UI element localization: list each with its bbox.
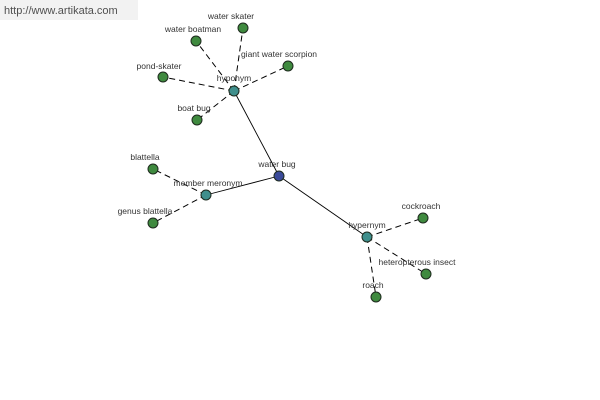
- edge-roach: [366, 236, 377, 298]
- label-relation-hypernym: hypernym: [348, 220, 385, 230]
- node-water-boatman[interactable]: [190, 35, 202, 47]
- edge-water-boatman: [195, 40, 235, 92]
- node-pond-skater[interactable]: [157, 71, 169, 83]
- node-relation-hypernym[interactable]: [361, 231, 373, 243]
- node-blattella[interactable]: [147, 163, 159, 175]
- node-giant-water-scorpion[interactable]: [282, 60, 294, 72]
- label-roach: roach: [362, 280, 384, 290]
- edge-boat-bug: [196, 90, 235, 121]
- label-relation-hyponym: hyponym: [217, 73, 252, 83]
- node-boat-bug[interactable]: [191, 114, 203, 126]
- node-water-skater[interactable]: [237, 22, 249, 34]
- node-cockroach[interactable]: [417, 212, 429, 224]
- edge-water-skater: [233, 27, 244, 92]
- edge-root-hypernym: [278, 175, 368, 238]
- node-relation-hyponym[interactable]: [228, 85, 240, 97]
- label-boat-bug: boat bug: [177, 103, 210, 113]
- label-pond-skater: pond-skater: [137, 61, 182, 71]
- node-root-water-bug[interactable]: [273, 170, 285, 182]
- label-relation-member-meronym: member meronym: [174, 178, 243, 188]
- edge-root-member-meronym: [205, 175, 280, 196]
- label-blattella: blattella: [130, 152, 160, 162]
- node-heteropterous-insect[interactable]: [420, 268, 432, 280]
- label-water-boatman: water boatman: [164, 24, 221, 34]
- label-cockroach: cockroach: [402, 201, 441, 211]
- node-roach[interactable]: [370, 291, 382, 303]
- label-root: water bug: [257, 159, 296, 169]
- edge-heteropterous-insect: [366, 236, 427, 275]
- label-water-skater: water skater: [207, 11, 254, 21]
- watermark-url: http://www.artikata.com: [0, 0, 138, 20]
- label-genus-blattella: genus blattella: [118, 206, 173, 216]
- node-genus-blattella[interactable]: [147, 217, 159, 229]
- label-giant-water-scorpion: giant water scorpion: [241, 49, 317, 59]
- node-relation-member-meronym[interactable]: [200, 189, 212, 201]
- edge-root-hyponym: [233, 90, 280, 177]
- edge-pond-skater: [162, 76, 235, 92]
- label-heteropterous-insect: heteropterous insect: [378, 257, 456, 267]
